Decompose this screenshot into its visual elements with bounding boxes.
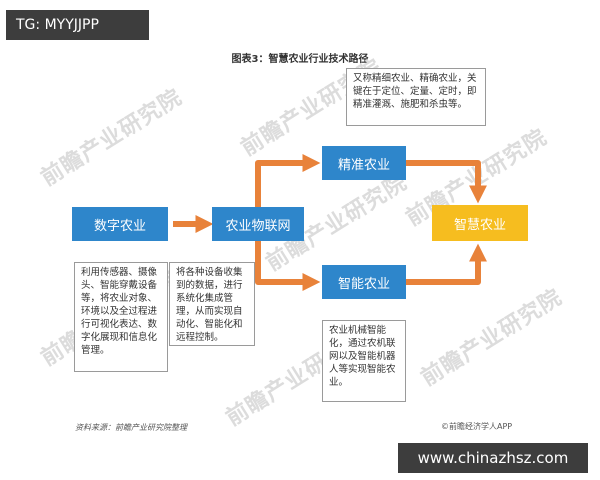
node-wisdom-agriculture: 智慧农业 <box>432 205 528 241</box>
top-left-tag: TG: MYYJJPP <box>6 10 149 40</box>
site-url-tag: www.chinazhsz.com <box>398 443 588 473</box>
node-smart-agriculture: 智能农业 <box>322 265 406 299</box>
arrow-iot-to-precision <box>255 154 321 207</box>
source-note: 资料来源：前瞻产业研究院整理 <box>75 423 187 432</box>
arrow-smart-to-wisdom <box>406 243 487 285</box>
node-digital-agriculture: 数字农业 <box>72 207 168 241</box>
node-agriculture-iot: 农业物联网 <box>212 207 304 241</box>
note-precision: 又称精细农业、精确农业，关键在于定位、定量、定时，即精准灌溉、施肥和杀虫等。 <box>346 68 486 126</box>
arrow-precision-to-wisdom <box>406 160 487 204</box>
diagram-title: 图表3：智慧农业行业技术路径 <box>231 54 369 65</box>
node-precision-agriculture: 精准农业 <box>322 146 406 180</box>
note-digital: 利用传感器、摄像头、智能穿戴设备等，将农业对象、环境以及全过程进行可视化表达、数… <box>74 262 168 372</box>
app-credit: ©前瞻经济学人APP <box>441 422 513 431</box>
note-smart: 农业机械智能化，通过农机联网以及智能机器人等实现智能农业。 <box>322 320 406 402</box>
note-iot: 将各种设备收集到的数据，进行系统化集成管理，从而实现自动化、智能化和远程控制。 <box>169 262 255 346</box>
arrow-iot-to-smart <box>255 241 321 291</box>
